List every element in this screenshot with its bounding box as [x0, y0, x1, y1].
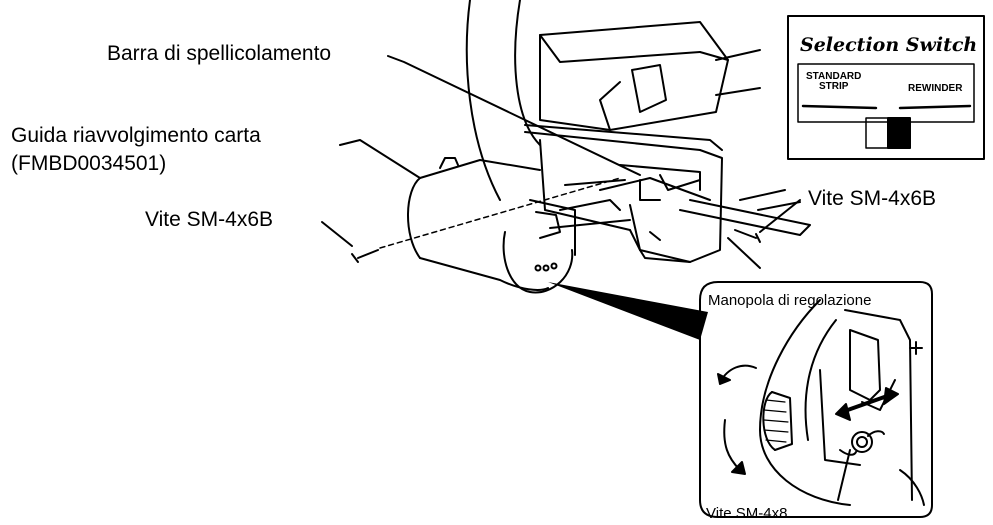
screw-right-label: Vite SM-4x6B: [808, 187, 936, 210]
paper-rewind-guide-part-number: (FMBD0034501): [11, 152, 167, 175]
screw-right-leader: [759, 199, 801, 233]
adjust-knob-label: Manopola di regolazione: [708, 292, 872, 309]
paper-rewind-guide-label: Guida riavvolgimento carta: [11, 124, 261, 147]
rewinder-label: REWINDER: [908, 83, 963, 94]
screw-left-label: Vite SM-4x6B: [145, 208, 273, 231]
screw-right: [734, 229, 761, 243]
printer-body: [465, 0, 811, 269]
standard-label: STANDARD: [806, 71, 862, 82]
peel-bar-label: Barra di spellicolamento: [107, 42, 332, 65]
screw-left: [351, 249, 379, 263]
peel-bar-leader: [387, 55, 641, 176]
magnifier-wedge: [548, 282, 708, 340]
paper-rewind-guide: [407, 157, 631, 294]
selection-switch-title: Selection Switch: [800, 34, 978, 56]
detail-inset: [699, 281, 933, 518]
standard-strip-label: STANDARD STRIP: [806, 72, 861, 92]
screw-small-label: Vite SM-4x8: [706, 505, 788, 522]
guide-leader: [339, 139, 421, 179]
screw-left-leader: [321, 221, 353, 247]
screw-left-dashed-axis: [379, 177, 621, 249]
strip-label: STRIP: [818, 81, 849, 92]
selection-switch-panel: [787, 15, 985, 160]
